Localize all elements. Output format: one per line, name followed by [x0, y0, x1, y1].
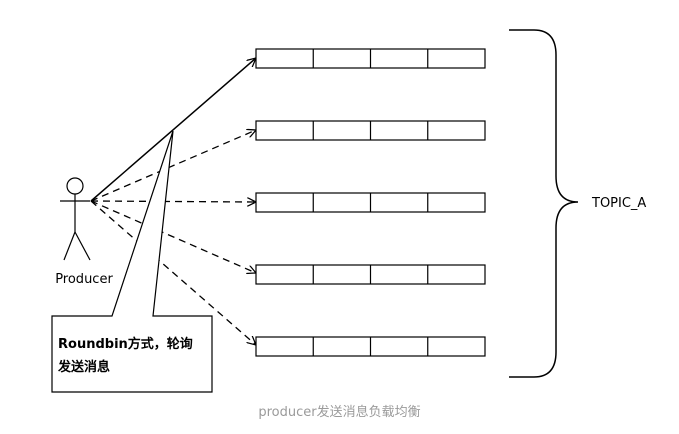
note-text-line-1: Roundbin方式，轮询	[58, 336, 193, 352]
producer-actor-icon	[60, 177, 91, 261]
note-text-line-2: 发送消息	[57, 359, 110, 375]
note-callout	[51, 130, 213, 393]
figure-caption: producer发送消息负载均衡	[258, 405, 421, 420]
partition-2	[255, 120, 486, 141]
partition-1	[255, 48, 486, 69]
partition-group	[255, 48, 486, 357]
partition-5	[255, 336, 486, 357]
partition-4	[255, 264, 486, 285]
arrow-to-partition-3	[90, 201, 256, 202]
partition-3	[255, 192, 486, 213]
topic-brace	[509, 29, 579, 378]
arrow-to-partition-5	[90, 200, 256, 345]
producer-label: Producer	[55, 272, 113, 287]
arrow-to-partition-4	[90, 200, 256, 273]
arrow-to-partition-1	[90, 58, 256, 202]
topic-label: TOPIC_A	[591, 196, 646, 211]
arrow-to-partition-2	[90, 130, 256, 202]
